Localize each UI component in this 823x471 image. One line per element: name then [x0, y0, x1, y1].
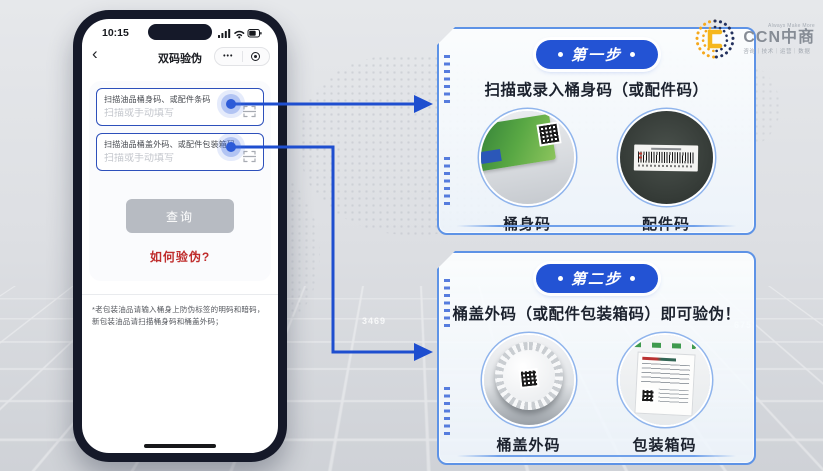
input-label: 扫描油品桶身码、或配件条码: [104, 95, 211, 104]
cap-code-input[interactable]: [104, 153, 233, 164]
step1-badge: 第一步: [535, 40, 658, 69]
box-code-figure: 包装箱码: [619, 335, 710, 455]
input-highlight-dot: [226, 142, 236, 152]
box-code-label: 包装箱码: [632, 437, 697, 454]
footnote-text: *老包装油品请输入桶身上防伪标签的明码和暗码，新包装油品请扫描桶身码和桶盖外码；: [92, 305, 265, 327]
phone-mockup: 10:15: [73, 10, 287, 462]
barcode-icon: [637, 151, 695, 163]
badge-dot: [557, 52, 563, 57]
logo-dot-mark-icon: [695, 19, 735, 59]
parts-code-figure: 配件码: [619, 111, 713, 234]
home-indicator: [144, 444, 216, 448]
step1-badge-label: 第一步: [570, 47, 622, 64]
step1-figures: 桶身码 配件码: [439, 111, 754, 234]
badge-dot: [630, 52, 635, 57]
label-text-line: [650, 147, 682, 150]
status-bar: 10:15: [82, 19, 278, 39]
back-icon[interactable]: ‹: [92, 44, 98, 63]
label-red-text: [638, 152, 643, 161]
parts-code-photo: [619, 111, 713, 204]
scan-icon[interactable]: [243, 150, 256, 163]
barcode-numbers: [637, 164, 694, 167]
query-button[interactable]: 查询: [126, 199, 234, 233]
battery-icon: [247, 28, 262, 37]
tick-decoration: [444, 55, 450, 107]
barrel-code-photo: [480, 111, 574, 204]
box-green-marks: [631, 341, 696, 350]
tick-decoration: [444, 157, 450, 209]
logo-text: Always Make More CCN中商 咨询｜技术｜运营｜数据: [743, 23, 815, 56]
box-code-photo: [619, 335, 710, 425]
step2-badge: 第二步: [535, 264, 658, 293]
logo-tagline: Always Make More: [767, 22, 815, 29]
step1-title: 扫描或录入桶身码（或配件码）: [484, 82, 709, 99]
box-label-graphic: [633, 351, 696, 417]
qr-code-icon: [535, 121, 562, 147]
badge-dot: [557, 276, 563, 281]
barrel-code-input-box[interactable]: 扫描油品桶身码、或配件条码: [96, 88, 264, 126]
scan-icon[interactable]: [243, 105, 256, 118]
wifi-icon: [234, 30, 245, 36]
barcode-label-graphic: [633, 143, 699, 172]
cap-code-figure: 桶盖外码: [483, 335, 574, 455]
logo-brand-name: CCN中商: [743, 28, 815, 46]
step2-figures: 桶盖外码 包装箱码: [439, 335, 754, 455]
cap-code-input-box[interactable]: 扫描油品桶盖外码、或配件包装箱码: [96, 133, 264, 171]
miniprogram-capsule: •••: [214, 47, 270, 66]
input-highlight-dot: [226, 99, 236, 109]
logo-departments: 咨询｜技术｜运营｜数据: [743, 49, 811, 56]
cap-code-photo: [483, 335, 574, 425]
qr-code-icon: [639, 387, 656, 404]
tick-decoration: [444, 387, 450, 439]
badge-dot: [630, 276, 635, 281]
more-menu-icon[interactable]: •••: [223, 53, 234, 60]
panel-underline: [457, 455, 736, 457]
label-text-lines: [640, 362, 690, 387]
status-icons: [218, 28, 262, 38]
label-side-lines: [657, 388, 689, 404]
page-title: 双码验伪: [158, 53, 202, 65]
cap-code-label: 桶盖外码: [496, 437, 561, 454]
barrel-code-label: 桶身码: [503, 213, 551, 234]
close-circle-icon[interactable]: [243, 52, 270, 61]
status-time: 10:15: [102, 27, 129, 39]
signal-icon: [218, 28, 231, 38]
divider: [82, 294, 278, 295]
barrel-code-input[interactable]: [104, 108, 233, 119]
brand-logo: Always Make More CCN中商 咨询｜技术｜运营｜数据: [692, 16, 815, 62]
capsule-divider: [241, 51, 243, 62]
phone-screen: 10:15: [82, 19, 278, 453]
step2-badge-label: 第二步: [570, 271, 622, 288]
label-title-line: [641, 356, 690, 362]
tick-decoration: [444, 279, 450, 331]
input-label: 扫描油品桶盖外码、或配件包装箱码: [104, 140, 236, 149]
phone-notch: [148, 24, 212, 40]
qr-code-icon: [518, 368, 539, 389]
barrel-code-figure: 桶身码: [480, 111, 574, 234]
step2-title: 桶盖外码（或配件包装箱码）即可验伪！: [452, 306, 741, 323]
verification-card: 扫描油品桶身码、或配件条码 扫描油品桶盖外码、或配件包装箱码: [89, 81, 271, 281]
step2-panel: 第二步 桶盖外码（或配件包装箱码）即可验伪！ 桶盖外码: [437, 251, 756, 465]
panel-underline: [457, 225, 736, 227]
background-numeral: 3469: [362, 316, 387, 326]
nav-bar: ‹ 双码验伪 •••: [82, 44, 278, 72]
step1-panel: 第一步 扫描或录入桶身码（或配件码） 桶身码: [437, 27, 756, 235]
parts-code-label: 配件码: [642, 213, 690, 234]
how-to-verify-link[interactable]: 如何验伪?: [149, 250, 211, 264]
